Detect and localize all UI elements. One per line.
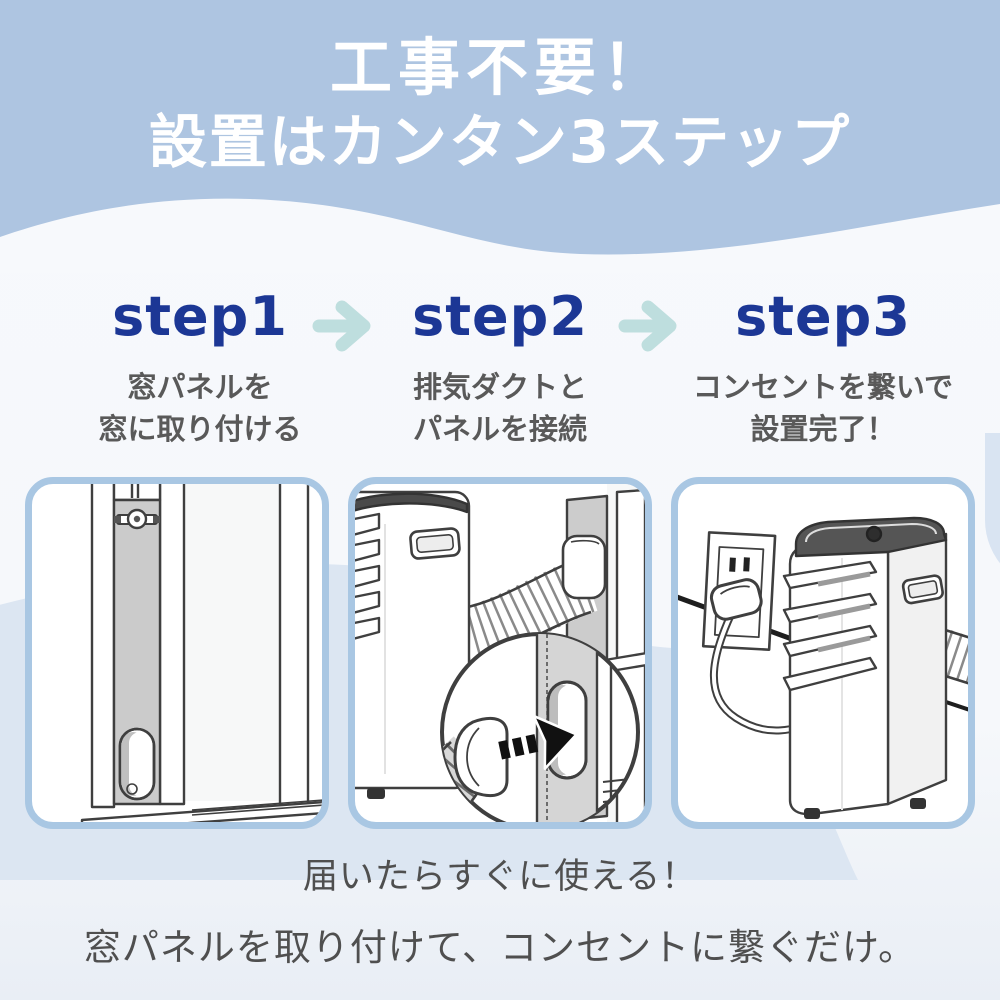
step1-panel <box>25 477 329 829</box>
step2-label: step2 <box>412 285 588 348</box>
step3-block: step3 コンセントを繋いで 設置完了！ <box>658 290 988 450</box>
header-title: 工事不要！ 設置はカンタン3ステップ <box>0 31 1000 178</box>
step3-caption-line2: 設置完了！ <box>750 412 896 447</box>
step3-caption-line1: コンセントを繋いで <box>692 370 954 404</box>
footer-caption-line2: 窓パネルを取り付けて、コンセントに繋ぐだけ。 <box>83 926 917 969</box>
step3-caption: コンセントを繋いで 設置完了！ <box>658 366 988 450</box>
step3-label: step3 <box>735 285 911 348</box>
step3-panel <box>671 477 975 829</box>
footer-caption-line1: 届いたらすぐに使える！ <box>302 857 698 897</box>
header-title-line2: 設置はカンタン3ステップ <box>148 108 852 177</box>
header-title-line1: 工事不要！ <box>329 31 670 104</box>
step1-block: step1 窓パネルを 窓に取り付ける <box>40 290 360 450</box>
duct-connection-illustration <box>355 484 645 822</box>
step2-caption: 排気ダクトと パネルを接続 <box>348 366 652 450</box>
step1-caption-line2: 窓に取り付ける <box>98 412 302 447</box>
step2-block: step2 排気ダクトと パネルを接続 <box>348 290 652 450</box>
arrow-right-icon <box>618 300 677 352</box>
step2-panel <box>348 477 652 829</box>
wave-shape <box>0 198 1000 273</box>
step1-caption-line1: 窓パネルを <box>127 370 273 404</box>
plug-in-outlet-illustration <box>678 516 968 819</box>
step1-label: step1 <box>112 285 288 348</box>
arrow-right-icon <box>312 300 371 352</box>
window-panel-illustration <box>80 484 322 822</box>
footer-caption: 届いたらすぐに使える！ 窓パネルを取り付けて、コンセントに繋ぐだけ。 <box>0 848 1000 971</box>
step2-caption-line2: パネルを接続 <box>412 412 587 447</box>
header-banner: 工事不要！ 設置はカンタン3ステップ <box>0 0 1000 273</box>
step2-caption-line1: 排気ダクトと <box>412 370 587 404</box>
step1-caption: 窓パネルを 窓に取り付ける <box>40 366 360 450</box>
steps-row: step1 窓パネルを 窓に取り付ける step2 排気ダクトと パネルを接続 … <box>0 272 1000 472</box>
